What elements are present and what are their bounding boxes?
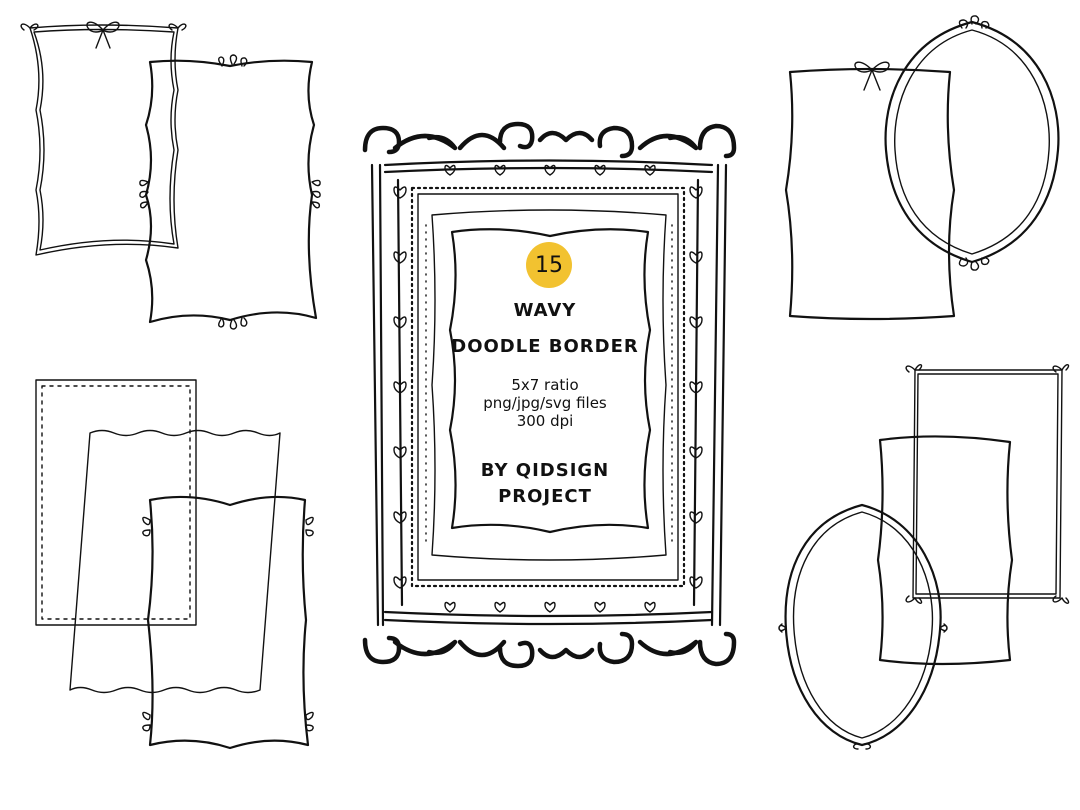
frame-swirl-rectangle-bottomleft [142,495,314,750]
formats-text: png/jpg/svg files [483,394,607,412]
count-label: 15 [535,252,563,278]
credit-line-2: PROJECT [498,486,592,507]
frame-wavy-rectangle-bottomleft [69,429,281,694]
ornate-bottom-scroll [362,631,737,669]
ratio-text: 5x7 ratio [511,376,579,394]
title-line-2: DOODLE BORDER [451,336,639,357]
frame-bow-thin-rectangle-bottomright [905,364,1070,604]
frame-heart-border [393,164,703,613]
frame-wavy-oval-bottomright [778,503,948,750]
bow-icon [854,61,890,91]
frame-bow-rounded-topright [784,67,956,321]
credit-line-1: BY QIDSIGN [480,460,610,481]
frame-curl-rectangle-topleft [139,54,321,330]
frame-scalloped-oval-topright [884,15,1060,271]
frame-curl-rectangle-bottomright [876,435,1014,666]
frame-loop-rectangle-bottomleft [35,379,197,626]
title-line-1: WAVY [513,300,577,321]
count-badge: 15 [526,242,572,288]
frame-bow-rectangle-topleft [29,24,179,256]
frame-arrow-dotted-inner [425,209,673,561]
ornate-top-scroll [362,121,737,159]
frame-dotted-rectangle [410,186,686,588]
frame-curl-wavy-inner [448,228,652,534]
bow-icon [86,21,120,49]
bow-icon [20,23,187,31]
resolution-text: 300 dpi [516,412,574,430]
